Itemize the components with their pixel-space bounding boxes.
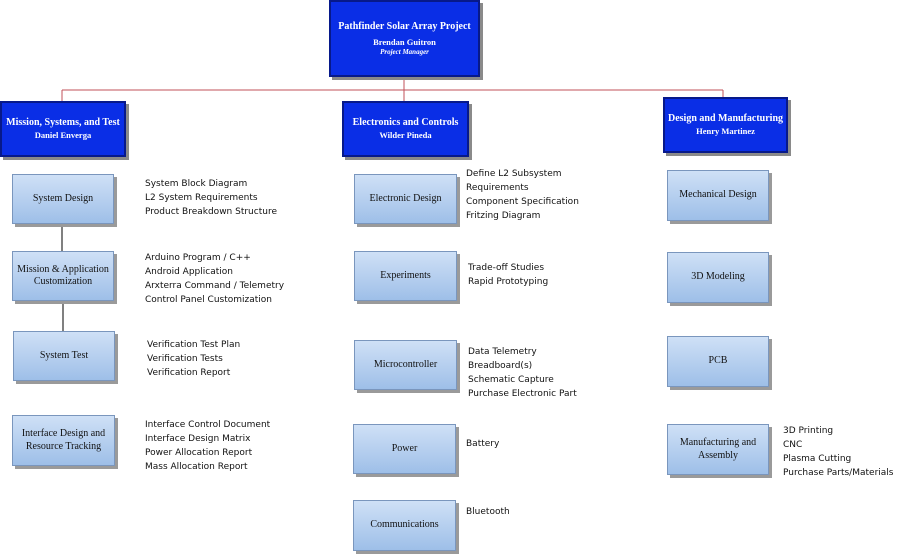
column-lead: Daniel Enverga: [34, 129, 92, 140]
note-item: Rapid Prototyping: [468, 277, 549, 287]
task-power: Power: [353, 424, 456, 474]
notes-interface-design: Interface Control Document Interface Des…: [145, 418, 270, 474]
column-title: Mission, Systems, and Test: [6, 117, 120, 129]
task-mission-application-customization: Mission & Application Customization: [12, 251, 114, 301]
project-manager-name: Brendan Guitron: [373, 37, 436, 48]
note-item: Plasma Cutting: [783, 454, 852, 464]
project-manager-box: Pathfinder Solar Array Project Brendan G…: [329, 0, 480, 77]
mission-systems-test-header: Mission, Systems, and Test Daniel Enverg…: [0, 101, 126, 157]
notes-power: Battery: [466, 437, 499, 451]
project-title: Pathfinder Solar Array Project: [338, 20, 471, 32]
task-3d-modeling: 3D Modeling: [667, 252, 769, 303]
task-manufacturing-assembly: Manufacturing and Assembly: [667, 424, 769, 475]
note-item: Battery: [466, 439, 500, 449]
note-item: Verification Report: [147, 368, 231, 378]
design-manufacturing-header: Design and Manufacturing Henry Martinez: [663, 97, 788, 153]
note-item: Schematic Capture: [468, 375, 554, 385]
note-item: Trade-off Studies: [468, 263, 545, 273]
column-lead: Henry Martinez: [696, 125, 755, 136]
notes-system-test: Verification Test Plan Verification Test…: [147, 338, 240, 380]
note-item: Power Allocation Report: [145, 448, 253, 458]
note-item: Bluetooth: [466, 507, 510, 517]
column-title: Design and Manufacturing: [667, 113, 783, 125]
note-item: Arxterra Command / Telemetry: [145, 281, 285, 291]
note-item: Data Telemetry: [468, 347, 537, 357]
notes-manufacturing-assembly: 3D Printing CNC Plasma Cutting Purchase …: [783, 424, 893, 480]
note-item: Component Specification: [466, 197, 579, 207]
notes-microcontroller: Data Telemetry Breadboard(s) Schematic C…: [468, 345, 577, 401]
task-electronic-design: Electronic Design: [354, 174, 457, 224]
note-item: Product Breakdown Structure: [145, 207, 277, 217]
note-item: Breadboard(s): [468, 361, 533, 371]
task-system-design: System Design: [12, 174, 114, 224]
note-item: Define L2 Subsystem: [466, 169, 562, 179]
column-title: Electronics and Controls: [352, 117, 459, 129]
note-item: Verification Tests: [147, 354, 223, 364]
note-item: Purchase Parts/Materials: [783, 468, 894, 478]
note-item: CNC: [783, 440, 803, 450]
note-item: Interface Design Matrix: [145, 434, 251, 444]
note-item: 3D Printing: [783, 426, 834, 436]
note-item: Mass Allocation Report: [145, 462, 248, 472]
task-mechanical-design: Mechanical Design: [667, 170, 769, 221]
task-experiments: Experiments: [354, 251, 457, 301]
task-microcontroller: Microcontroller: [354, 340, 457, 390]
note-item: System Block Diagram: [145, 179, 248, 189]
note-item: Requirements: [466, 183, 529, 193]
electronics-controls-header: Electronics and Controls Wilder Pineda: [342, 101, 469, 157]
note-item: Interface Control Document: [145, 420, 271, 430]
notes-system-design: System Block Diagram L2 System Requireme…: [145, 177, 277, 219]
column-lead: Wilder Pineda: [379, 129, 432, 140]
task-communications: Communications: [353, 500, 456, 551]
note-item: L2 System Requirements: [145, 193, 258, 203]
note-item: Purchase Electronic Part: [468, 389, 577, 399]
notes-communications: Bluetooth: [466, 505, 510, 519]
note-item: Fritzing Diagram: [466, 211, 541, 221]
notes-mission-application: Arduino Program / C++ Android Applicatio…: [145, 251, 284, 307]
task-system-test: System Test: [13, 331, 115, 381]
task-interface-design-resource-tracking: Interface Design and Resource Tracking: [12, 415, 115, 466]
notes-electronic-design: Define L2 Subsystem Requirements Compone…: [466, 167, 579, 223]
note-item: Verification Test Plan: [147, 340, 241, 350]
project-manager-role: Project Manager: [380, 47, 429, 56]
note-item: Control Panel Customization: [145, 295, 272, 305]
task-pcb: PCB: [667, 336, 769, 387]
note-item: Arduino Program / C++: [145, 253, 251, 263]
notes-experiments: Trade-off Studies Rapid Prototyping: [468, 261, 548, 289]
note-item: Android Application: [145, 267, 233, 277]
